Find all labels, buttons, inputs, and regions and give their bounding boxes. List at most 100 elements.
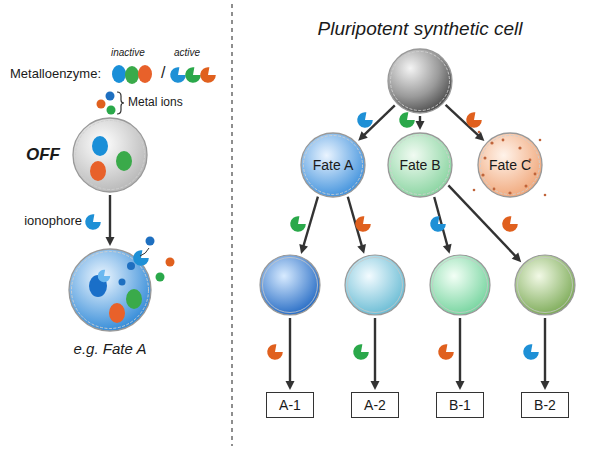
illustration-circle	[430, 255, 490, 315]
illustration-circle	[515, 255, 575, 315]
second-row-cells	[260, 255, 575, 315]
illustration-use	[264, 342, 285, 363]
arrow-head	[286, 381, 295, 390]
illustration-use	[396, 110, 417, 131]
node-heading: e.g. Fate A	[74, 340, 147, 357]
illustration-circle	[127, 262, 135, 270]
illustration-circle	[544, 194, 547, 197]
illustration-ellipse	[126, 289, 142, 309]
illustration-circle	[493, 188, 496, 191]
edge-label: ionophore	[24, 213, 82, 228]
metal-ions	[97, 92, 125, 115]
illustration-use	[350, 342, 371, 363]
arrow-line	[303, 197, 318, 247]
cell-inner-membrane	[391, 52, 450, 111]
illustration-use	[352, 214, 373, 235]
illustration-use	[287, 214, 308, 235]
cell-inner-membrane	[304, 136, 363, 195]
node-heading: Pluripotent synthetic cell	[318, 18, 523, 40]
ionophore-icons	[264, 110, 541, 363]
illustration-circle	[518, 146, 521, 149]
node-label: B-1	[449, 397, 471, 413]
arrow-line	[419, 116, 421, 122]
illustration-ellipse	[138, 65, 152, 83]
illustration-circle	[156, 273, 165, 282]
illustration-use	[427, 214, 448, 235]
illustration-circle	[484, 157, 487, 160]
state-label: active	[174, 47, 200, 58]
node-label: A-2	[364, 397, 386, 413]
node-label: Fate C	[489, 157, 531, 173]
pluripotent-cell: Pluripotent synthetic cell	[387, 48, 453, 114]
illustration-circle	[106, 92, 115, 101]
fate-cell: Fate B	[387, 132, 453, 198]
illustration-circle	[260, 255, 320, 315]
illustration-use	[499, 214, 520, 235]
illustration-ellipse	[116, 151, 132, 171]
arrow-line	[544, 318, 546, 382]
illustration-circle	[97, 100, 106, 109]
connector-arrow	[416, 116, 425, 130]
key-label: Metalloenzyme:	[10, 66, 101, 81]
illustration-circle	[345, 255, 405, 315]
illustration-circle	[433, 258, 488, 313]
cell-inner-membrane	[76, 121, 145, 190]
illustration-circle	[348, 258, 403, 313]
fate-cell: Fate A	[300, 132, 366, 198]
illustration-circle	[534, 173, 537, 176]
cell-membrane	[387, 48, 453, 114]
illustration-circle	[481, 173, 484, 176]
illustration-ellipse	[92, 136, 108, 156]
state-label: inactive	[111, 47, 145, 58]
illustration-circle	[473, 189, 476, 192]
illustration-circle	[263, 258, 318, 313]
outcome-box: B-1	[436, 392, 484, 418]
arrow-line	[109, 195, 111, 238]
cell-body	[388, 49, 452, 113]
off-cell-enzymes	[90, 136, 132, 181]
illustration-circle	[518, 258, 573, 313]
connector-arrow	[446, 105, 485, 141]
illustration-use	[95, 268, 111, 285]
illustration-circle	[166, 258, 175, 267]
arrow-head	[456, 381, 465, 390]
fate-c-texture	[473, 131, 547, 197]
illustration-circle	[508, 191, 511, 194]
off-cell: OFF	[72, 117, 148, 193]
node-label: Fate B	[399, 157, 440, 173]
fate-a-cell-contents	[89, 237, 175, 324]
illustration-use	[520, 342, 541, 363]
illustration-ellipse	[112, 65, 126, 83]
cell-body	[478, 133, 542, 197]
illustration-circle	[146, 237, 155, 246]
illustration-use	[167, 65, 188, 86]
cell-body	[69, 249, 151, 331]
illustration-use	[354, 110, 375, 131]
cell-body	[73, 118, 147, 192]
illustration-circle	[490, 141, 493, 144]
cell-inner-membrane	[391, 136, 450, 195]
node-label: A-1	[279, 397, 301, 413]
divider-line	[231, 4, 232, 446]
outcome-box: B-2	[521, 392, 569, 418]
illustration-circle	[119, 279, 126, 286]
arrow-line	[374, 318, 376, 382]
node-label: Fate A	[313, 157, 353, 173]
separator: /	[161, 64, 165, 82]
ion-label: Metal ions	[128, 95, 183, 109]
illustration-use	[197, 65, 218, 86]
arrow-line	[459, 318, 461, 382]
illustration-use	[435, 342, 456, 363]
illustration-circle	[502, 139, 505, 142]
enzyme-key	[112, 65, 218, 86]
arrow-head	[371, 381, 380, 390]
illustration-path	[140, 248, 149, 256]
arrow-head	[416, 121, 425, 130]
illustration-circle	[525, 185, 528, 188]
illustration-use	[463, 110, 484, 131]
connector-arrow	[106, 195, 115, 246]
ionophore-icon	[82, 212, 103, 233]
illustration-circle	[107, 106, 116, 115]
cell-inner-membrane	[481, 136, 540, 195]
arrow-head	[106, 237, 115, 246]
